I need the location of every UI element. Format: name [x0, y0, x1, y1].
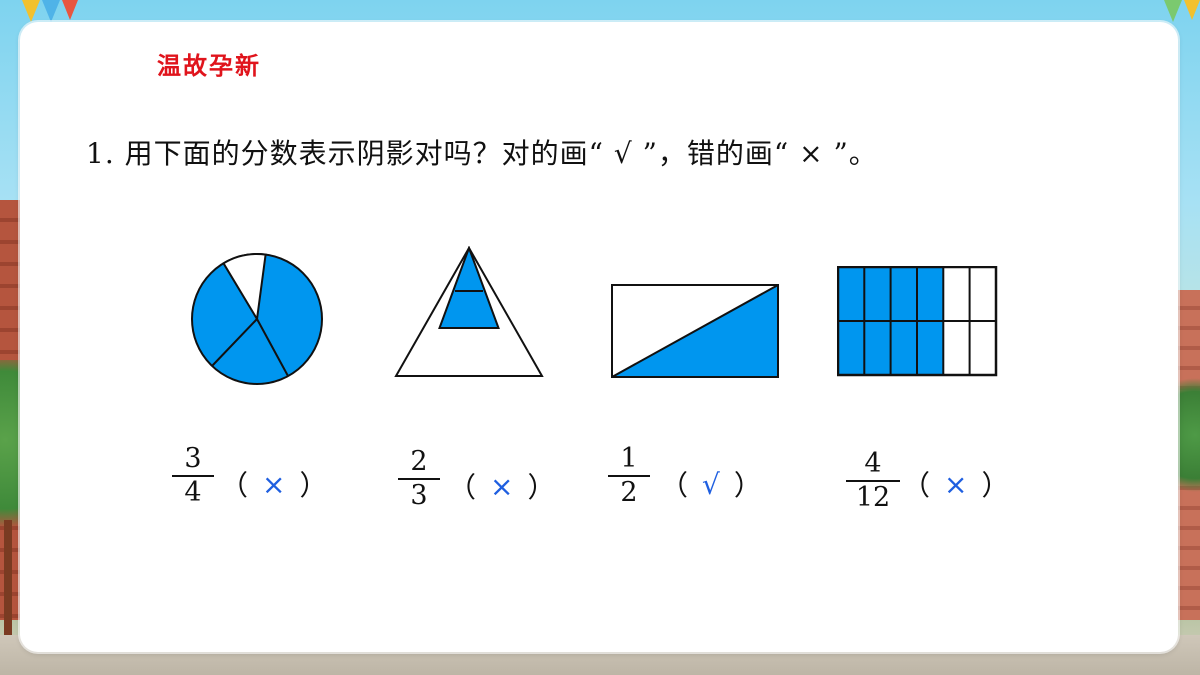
rectangle-icon: [611, 284, 779, 378]
triangle-icon: [394, 246, 544, 377]
answer-3: （ √ ）: [660, 464, 762, 504]
fraction-bar: [846, 480, 900, 482]
fraction-2: 2 3: [398, 447, 440, 511]
close-paren: ）: [981, 469, 1010, 502]
fraction-1: 3 4: [172, 444, 214, 508]
fraction-numerator: 3: [184, 443, 202, 474]
answer-2: （ × ）: [448, 466, 556, 506]
slide-board: 温故孕新 1. 用下面的分数表示阴影对吗？对的画“ √ ”，错的画“ × ”。 …: [20, 22, 1178, 652]
fraction-numerator: 2: [410, 446, 428, 477]
fraction-numerator: 1: [620, 443, 638, 474]
fraction-bar: [398, 478, 440, 480]
circle-icon: [191, 253, 323, 385]
grid-icon: [837, 266, 998, 377]
fraction-denominator: 3: [410, 480, 428, 511]
open-paren: （: [220, 469, 249, 502]
answer-4: （ × ）: [902, 464, 1010, 504]
fraction-denominator: 12: [855, 482, 891, 513]
fraction-denominator: 2: [620, 477, 638, 508]
answer-mark: √: [702, 467, 720, 501]
fraction-denominator: 4: [184, 477, 202, 508]
fraction-4: 4 12: [846, 449, 900, 513]
question-text: 1. 用下面的分数表示阴影对吗？对的画“ √ ”，错的画“ × ”。: [86, 137, 878, 170]
background-tree-trunk-left: [4, 520, 12, 650]
open-paren: （: [902, 469, 931, 502]
fraction-numerator: 4: [864, 448, 882, 479]
section-title: 温故孕新: [157, 51, 261, 80]
answer-mark: ×: [490, 469, 514, 503]
answer-1: （ × ）: [220, 464, 328, 504]
close-paren: ）: [299, 469, 328, 502]
fraction-3: 1 2: [608, 444, 650, 508]
open-paren: （: [660, 469, 689, 502]
fraction-bar: [172, 475, 214, 477]
answer-mark: ×: [944, 467, 968, 501]
close-paren: ）: [733, 469, 762, 502]
close-paren: ）: [527, 471, 556, 504]
answer-mark: ×: [262, 467, 286, 501]
open-paren: （: [448, 471, 477, 504]
fraction-bar: [608, 475, 650, 477]
pennant-decoration-icon: [22, 0, 78, 22]
pennant-decoration-right-icon: [1164, 0, 1200, 22]
